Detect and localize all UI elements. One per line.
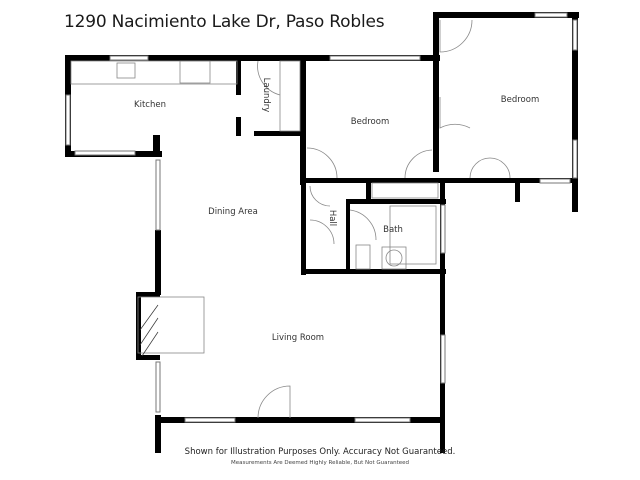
room-label-bedroom-2: Bedroom — [500, 95, 540, 105]
room-label-dining: Dining Area — [208, 207, 258, 217]
room-label-bath: Bath — [383, 225, 403, 235]
room-label-living: Living Room — [271, 333, 325, 343]
room-label-kitchen: Kitchen — [134, 100, 166, 110]
room-label-laundry: Laundry — [261, 77, 271, 113]
page-title: 1290 Nacimiento Lake Dr, Paso Robles — [64, 12, 385, 32]
disclaimer: Shown for Illustration Purposes Only. Ac… — [184, 447, 456, 457]
room-label-bedroom: Bedroom — [350, 117, 390, 127]
measurement-note: Measurements Are Deemed Highly Reliable,… — [230, 460, 410, 466]
room-label-hall: Hall — [327, 209, 337, 227]
